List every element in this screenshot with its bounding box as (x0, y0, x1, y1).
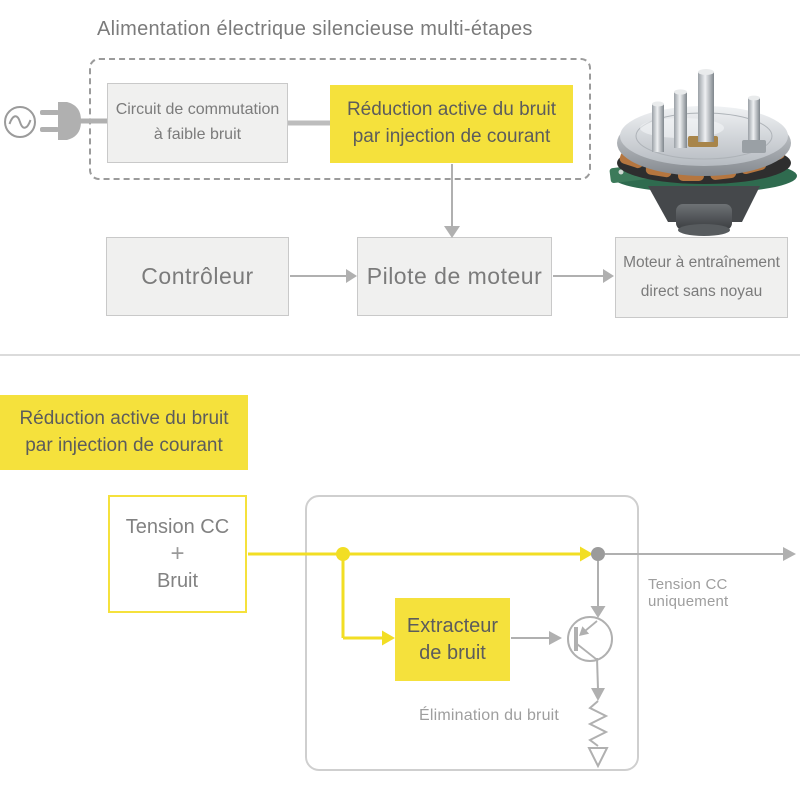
controller-label: Contrôleur (141, 263, 254, 289)
switching-circuit-line2: à faible bruit (153, 126, 242, 143)
dc-plus-noise-box: Tension CC + Bruit (108, 495, 247, 613)
coreless-motor-line2: direct sans noyau (640, 282, 763, 300)
motor-driver-box: Pilote de moteur (357, 237, 552, 316)
dc-plus-noise-line1: Tension CC (125, 515, 230, 538)
noise-elimination-label: Élimination du bruit (419, 707, 560, 724)
active-noise-reduction-line1: Réduction active du bruit (346, 99, 557, 121)
arrow-controller-to-driver (290, 269, 357, 283)
section-divider (0, 354, 800, 356)
active-noise-reduction-box: Réduction active du bruit par injection … (330, 85, 573, 163)
reduction-label-line2: par injection de courant (25, 434, 223, 456)
page-title: Alimentation électrique silencieuse mult… (97, 18, 533, 40)
plus-sign: + (170, 539, 185, 567)
ac-source-icon (4, 106, 36, 138)
controller-box: Contrôleur (106, 237, 289, 316)
switching-circuit-line1: Circuit de commutation (115, 101, 280, 119)
arrow-driver-to-motor (553, 269, 614, 283)
dc-plus-noise-line2: Bruit (156, 570, 199, 593)
motor-driver-label: Pilote de moteur (366, 263, 543, 289)
dc-output-arrowhead (783, 547, 796, 561)
coreless-motor-box: Moteur à entraînement direct sans noyau (615, 237, 788, 318)
active-noise-reduction-line2: par injection de courant (352, 126, 551, 147)
coreless-direct-drive-motor-photo (609, 69, 797, 236)
switching-circuit-box: Circuit de commutation à faible bruit (107, 83, 288, 163)
noise-extractor-line2: de bruit (419, 641, 486, 664)
dc-only-label: Tension CC uniquement (648, 576, 729, 610)
noise-extractor-line1: Extracteur (406, 614, 499, 637)
reduction-label-line1: Réduction active du bruit (19, 407, 229, 429)
coreless-motor-line1: Moteur à entraînement (623, 253, 780, 271)
noise-extractor-box: Extracteur de bruit (395, 598, 510, 681)
active-noise-reduction-label-box: Réduction active du bruit par injection … (0, 395, 248, 470)
